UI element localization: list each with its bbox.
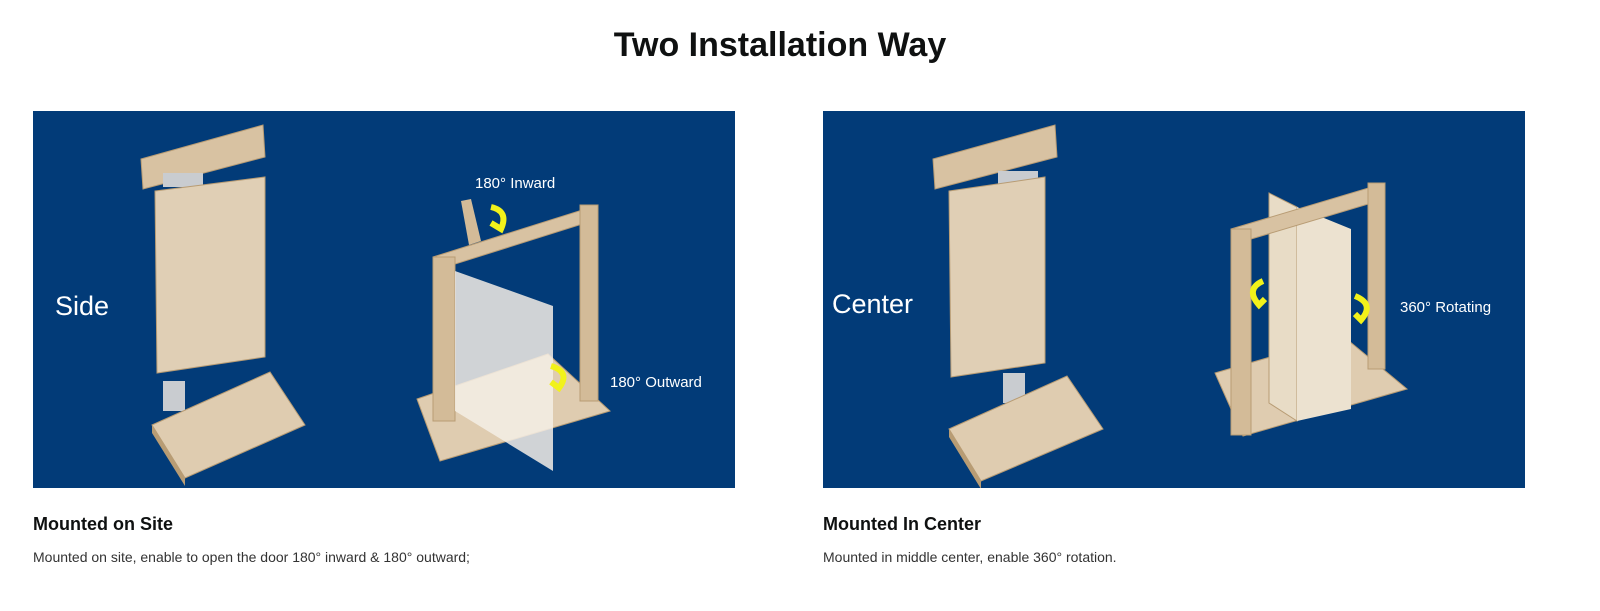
door-frame-side: [416, 199, 611, 471]
door-frame-center: [1214, 182, 1409, 437]
annotation-outward: 180° Outward: [610, 374, 702, 391]
annotation-inward: 180° Inward: [475, 175, 555, 192]
annotation-rotating: 360° Rotating: [1400, 299, 1491, 316]
card-side-mount: Side 180° Inward 180° Outward Mounted on…: [33, 111, 735, 565]
exploded-door-assembly: [932, 124, 1104, 488]
card-description: Mounted on site, enable to open the door…: [33, 549, 470, 565]
exploded-door-assembly: [140, 124, 306, 486]
rotate-arrow-icon: [1352, 293, 1370, 325]
center-label: Center: [832, 289, 913, 319]
center-mount-illustration: Center 360° Rotating: [823, 111, 1525, 488]
rotate-arrow-icon: [489, 204, 507, 234]
section-title: Two Installation Way: [613, 26, 947, 64]
side-label: Side: [55, 291, 109, 321]
rotate-arrow-icon: [1250, 278, 1268, 310]
rotate-arrow-icon: [549, 363, 567, 393]
card-center-mount: Center 360° Rotating Mounted In Center M…: [823, 111, 1525, 565]
card-heading: Mounted In Center: [823, 514, 981, 534]
card-heading: Mounted on Site: [33, 514, 173, 534]
side-mount-illustration: Side 180° Inward 180° Outward: [33, 111, 735, 488]
card-description: Mounted in middle center, enable 360° ro…: [823, 549, 1117, 565]
